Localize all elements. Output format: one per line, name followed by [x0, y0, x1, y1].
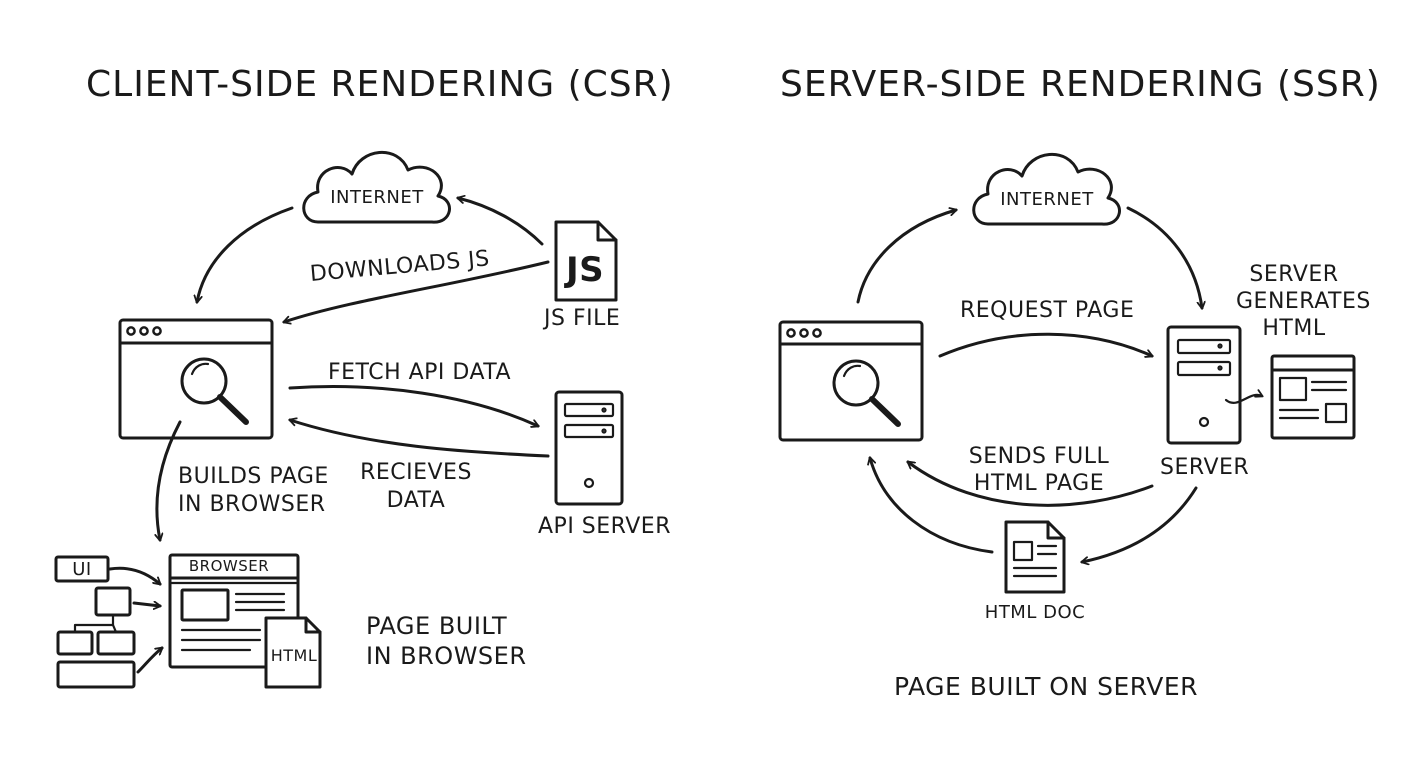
ui-components-sketch [54, 555, 164, 689]
server-tower-icon [554, 390, 624, 506]
arrow-jsfile-to-browser [284, 260, 550, 322]
arrow-internet-to-browser [197, 206, 294, 302]
csr-title: CLIENT-SIDE RENDERING (CSR) [86, 64, 674, 105]
browser-window-icon [778, 320, 924, 442]
builds-page-label-line2: IN BROWSER [178, 492, 326, 517]
magnifier-icon [180, 357, 249, 425]
csr-internet-label: INTERNET [330, 187, 424, 208]
recieves-label-line1: RECIEVES [360, 460, 472, 485]
browser-tab-label: BROWSER [188, 557, 270, 575]
arrow-fetch-api [288, 385, 538, 426]
js-file-icon [554, 220, 618, 302]
ssr-internet-label: INTERNET [1000, 189, 1094, 210]
server-generates-line2: GENERATES [1236, 289, 1371, 314]
html-doc-label: HTML DOC [984, 602, 1086, 623]
magnifier-icon [832, 359, 901, 427]
fetch-api-label: FETCH API DATA [328, 360, 512, 385]
arrow-browser-to-internet [856, 210, 956, 304]
page-built-label-line1: PAGE BUILT [366, 612, 508, 640]
arrow-sends-full-html [908, 460, 1154, 507]
html-document-icon [1004, 520, 1066, 594]
ui-box-label: UI [72, 559, 92, 580]
arrow-recieves-data [290, 420, 550, 458]
sends-full-label-line1: SENDS FULL [968, 444, 1110, 469]
arrow-builds-page [157, 420, 182, 540]
recieves-label-line2: DATA [386, 488, 446, 513]
html-badge: HTML [270, 646, 318, 665]
arrow-jsfile-to-internet [458, 198, 544, 246]
js-file-label: JS FILE [544, 306, 621, 331]
ssr-title: SERVER-SIDE RENDERING (SSR) [780, 64, 1381, 105]
page-built-on-server-label: PAGE BUILT ON SERVER [894, 672, 1199, 701]
arrow-internet-to-server [1126, 206, 1202, 308]
server-label: SERVER [1160, 455, 1250, 480]
arrow-request-page [938, 332, 1152, 356]
generated-html-page [1224, 354, 1356, 440]
cloud-icon [302, 151, 451, 224]
cloud-icon [972, 153, 1121, 226]
page-built-label-line2: IN BROWSER [366, 642, 527, 670]
server-generates-line1: SERVER [1249, 262, 1339, 287]
arrow-htmldoc-to-browser [870, 458, 994, 554]
builds-page-label-line1: BUILDS PAGE [178, 464, 329, 489]
browser-window-icon [118, 318, 274, 440]
api-server-label: API SERVER [538, 514, 671, 539]
js-badge: JS [566, 250, 605, 290]
sends-full-label-line2: HTML PAGE [973, 471, 1105, 496]
request-page-label: REQUEST PAGE [960, 298, 1135, 323]
arrow-server-to-htmldoc [1082, 486, 1198, 562]
server-tower-icon [1166, 325, 1242, 445]
server-generates-line3: HTML [1262, 316, 1326, 341]
html-document-icon [264, 616, 322, 689]
